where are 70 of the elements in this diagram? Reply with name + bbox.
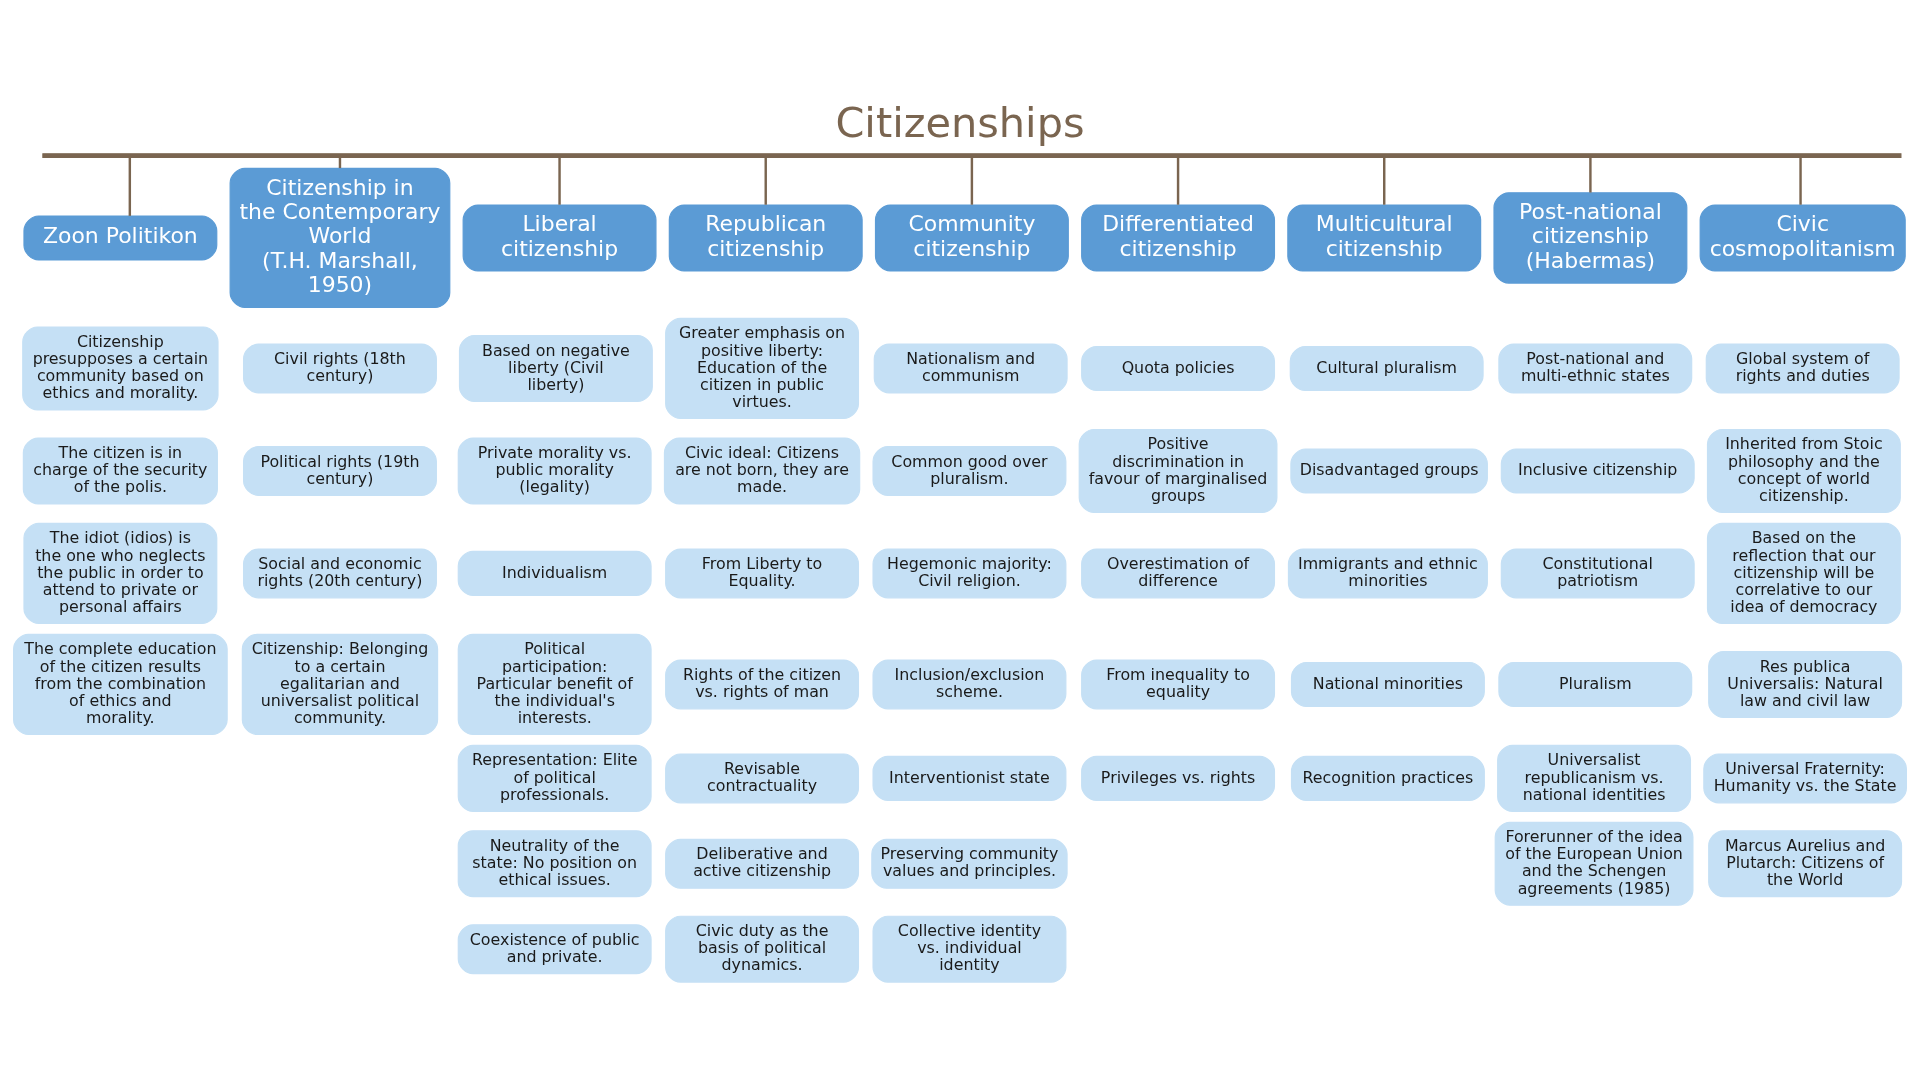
node-box: Rights of the citizen vs. rights of man xyxy=(665,658,860,709)
node-box: Political participation: Particular benefit of the individual's interests. xyxy=(457,633,652,735)
node-box: Civic ideal: Citizens are not born, they are made. xyxy=(663,436,861,504)
node-box: Common good over pluralism. xyxy=(872,445,1067,496)
connector xyxy=(558,157,561,205)
node-box: Coexistence of public and private. xyxy=(457,923,652,974)
node-box: Citizenship in the Contemporary World (T.H. Marshall, 1950) xyxy=(229,167,451,308)
node-box: Community citizenship xyxy=(874,203,1069,271)
node-box: Civil rights (18th century) xyxy=(243,342,437,393)
node-box: Differentiated citizenship xyxy=(1081,203,1276,271)
node-box: Nationalism and communism xyxy=(873,342,1068,393)
node-box: Global system of rights and duties xyxy=(1705,342,1900,393)
node-box: Inclusive citizenship xyxy=(1500,447,1695,494)
node-box: Liberal citizenship xyxy=(462,203,657,271)
node-box: Based on negative liberty (Civil liberty) xyxy=(458,334,653,402)
node-box: Overestimation of difference xyxy=(1081,547,1276,598)
node-box: The citizen is in charge of the security of the polis. xyxy=(22,436,218,504)
node-box: Universal Fraternity: Humanity vs. the State xyxy=(1703,752,1907,803)
node-box: Constitutional patriotism xyxy=(1500,547,1695,598)
node-box: Collective identity vs. individual identity xyxy=(872,915,1067,983)
node-box: Preserving community values and principles. xyxy=(871,838,1068,889)
node-box: Pluralism xyxy=(1498,661,1693,707)
node-box: National minorities xyxy=(1290,661,1485,707)
connector xyxy=(1589,157,1592,192)
node-box: Universalist republicanism vs. national identities xyxy=(1497,744,1692,812)
node-box: Greater emphasis on positive liberty: Education of the citizen in public virtues. xyxy=(665,317,860,419)
node-box: Recognition practices xyxy=(1290,755,1485,801)
node-box: Interventionist state xyxy=(872,755,1067,801)
node-box: Representation: Elite of political professionals. xyxy=(457,744,652,812)
node-box: Neutrality of the state: No position on ethical issues. xyxy=(457,829,652,897)
node-box: Res publica Universalis: Natural law and civil law xyxy=(1708,650,1903,718)
node-box: Quota policies xyxy=(1081,345,1276,391)
node-box: Inherited from Stoic philosophy and the concept of world citizenship. xyxy=(1706,428,1901,513)
node-box: Political rights (19th century) xyxy=(243,445,437,496)
node-box: Inclusion/exclusion scheme. xyxy=(872,658,1067,709)
connector xyxy=(1799,157,1802,205)
node-box: Positive discrimination in favour of marginalised groups xyxy=(1078,428,1278,513)
node-box: Civic duty as the basis of political dynamics. xyxy=(665,915,860,983)
node-box: From Liberty to Equality. xyxy=(665,547,860,598)
node-box: Private morality vs. public morality (legality) xyxy=(457,436,652,504)
node-box: Zoon Politikon xyxy=(23,214,218,261)
connector xyxy=(764,157,767,205)
node-box: Revisable contractuality xyxy=(665,752,860,803)
node-box: The complete education of the citizen results from the combination of ethics and morality. xyxy=(13,633,228,735)
node-bar xyxy=(42,152,1902,158)
node-box: Multicultural citizenship xyxy=(1287,203,1482,271)
node-box: Privileges vs. rights xyxy=(1081,755,1276,801)
connector xyxy=(970,157,974,205)
node-box: Post-national citizenship (Habermas) xyxy=(1493,191,1688,284)
node-box: Cultural pluralism xyxy=(1289,345,1484,391)
node-box: Immigrants and ethnic minorities xyxy=(1287,547,1488,598)
node-box: Citizenship presupposes a certain community based on ethics and morality. xyxy=(22,325,219,411)
node-box: Individualism xyxy=(457,550,652,596)
node-box: Disadvantaged groups xyxy=(1290,447,1488,494)
node-box: Civic cosmopolitanism xyxy=(1699,203,1906,271)
connector xyxy=(1176,157,1180,205)
node-box: Republican citizenship xyxy=(668,203,863,271)
diagram-title: Citizenships xyxy=(835,98,1085,147)
node-box: Social and economic rights (20th century) xyxy=(243,547,437,598)
node-box: Forerunner of the idea of the European Union and the Schengen agreements (1985) xyxy=(1494,821,1694,906)
node-box: Post-national and multi-ethnic states xyxy=(1498,342,1693,393)
connector xyxy=(128,157,132,216)
node-box: Citizenship: Belonging to a certain egalitarian and universalist political community. xyxy=(241,633,439,735)
node-box: Based on the reflection that our citizenship will be correlative to our idea of democracy xyxy=(1706,522,1901,624)
node-box: Deliberative and active citizenship xyxy=(665,838,860,889)
node-box: From inequality to equality xyxy=(1081,658,1276,709)
connector xyxy=(1383,157,1386,205)
node-box: Hegemonic majority: Civil religion. xyxy=(872,547,1067,598)
node-box: Marcus Aurelius and Plutarch: Citizens of the World xyxy=(1708,829,1903,897)
node-box: The idiot (idios) is the one who neglects the public in order to attend to private or personal affairs xyxy=(23,522,218,624)
